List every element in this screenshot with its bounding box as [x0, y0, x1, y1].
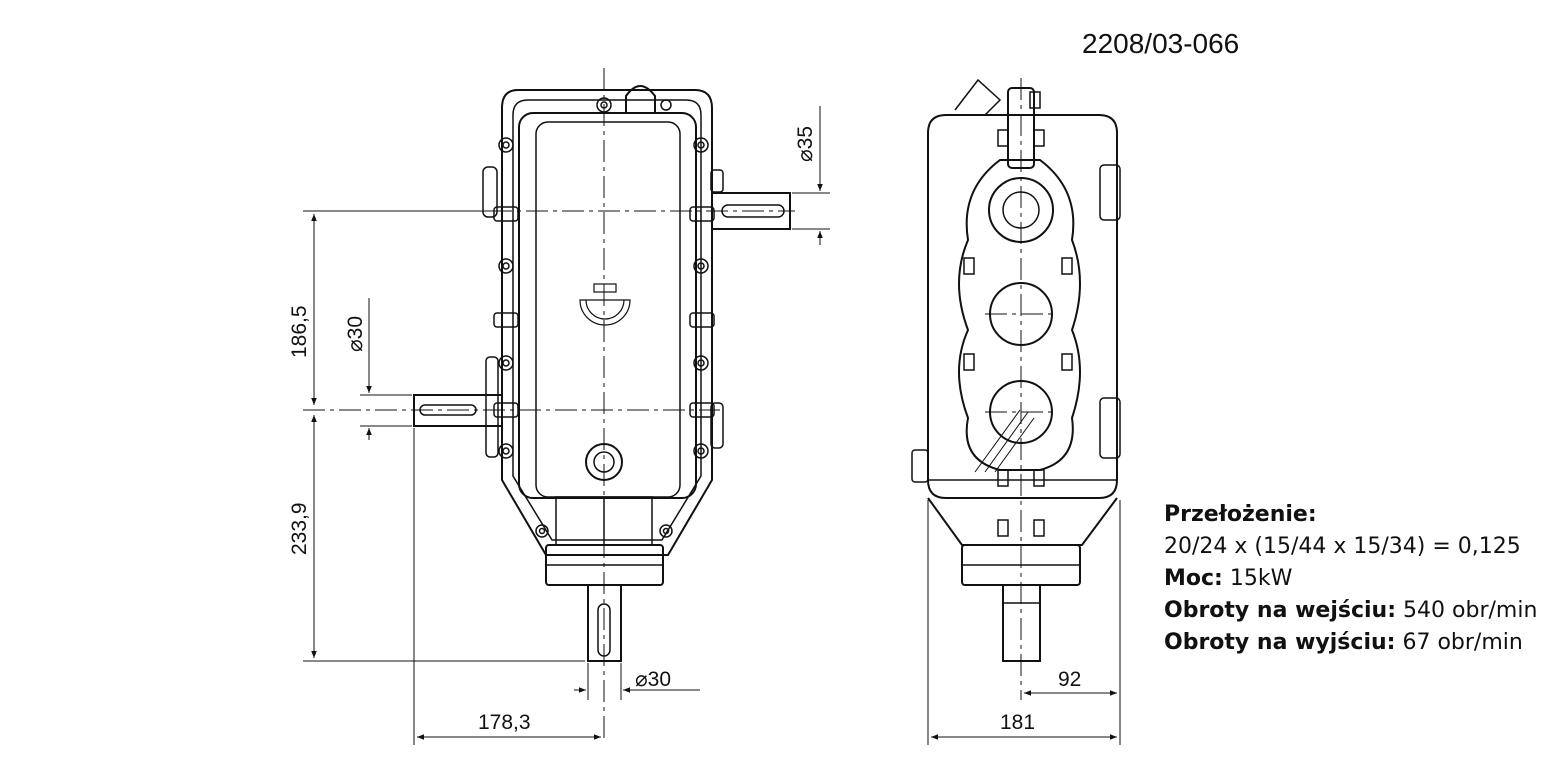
side-bolts — [963, 91, 1073, 537]
side-rib-right-top — [1099, 164, 1121, 221]
dim-width-side: 181 — [1000, 711, 1035, 734]
dim-input-shaft-diameter: ⌀35 — [794, 126, 817, 162]
drawing-number: 2208/03-066 — [1082, 28, 1240, 59]
front-view — [413, 85, 791, 662]
front-bolts — [498, 97, 709, 538]
spec-ratio-label-row: Przełożenie: — [1164, 499, 1537, 531]
side-rib-right-bottom — [1099, 397, 1121, 459]
spec-output-speed-row: Obroty na wyjściu: 67 obr/min — [1164, 627, 1537, 659]
front-ribs-left — [482, 166, 519, 458]
dim-offset-side: 92 — [1058, 668, 1081, 691]
dim-width-front: 178,3 — [478, 711, 531, 734]
side-dimension-lines — [927, 500, 1121, 745]
front-cover-plate-inner — [535, 121, 681, 498]
dim-height-lower: 233,9 — [288, 502, 311, 555]
front-housing-inner-contour — [512, 99, 702, 541]
spec-input-speed-row: Obroty na wejściu: 540 obr/min — [1164, 595, 1537, 627]
spec-block: Przełożenie: 20/24 x (15/44 x 15/34) = 0… — [1164, 499, 1537, 659]
front-ribs-right — [689, 169, 724, 449]
spec-input-speed-value: 540 obr/min — [1403, 598, 1538, 623]
front-emblem — [579, 283, 631, 326]
dim-output-shaft-diameter: ⌀30 — [635, 668, 671, 691]
spec-output-speed-label: Obroty na wyjściu: — [1164, 630, 1396, 655]
spec-ratio-value: 20/24 x (15/44 x 15/34) = 0,125 — [1164, 534, 1521, 559]
spec-power-value: 15kW — [1229, 566, 1293, 591]
side-centerlines — [985, 78, 1057, 700]
side-rib-left-bolt — [911, 449, 929, 483]
front-housing-outline — [501, 89, 713, 556]
front-dimension-lines — [303, 106, 830, 745]
spec-ratio-label: Przełożenie: — [1164, 502, 1317, 527]
front-breather-plug — [625, 85, 656, 112]
spec-input-speed-label: Obroty na wejściu: — [1164, 598, 1397, 623]
side-housing-outline — [927, 114, 1118, 499]
spec-power-label: Moc: — [1164, 566, 1223, 591]
spec-power-row: Moc: 15kW — [1164, 563, 1537, 595]
side-view — [911, 78, 1121, 662]
side-breather — [954, 78, 1002, 116]
side-housing-taper — [927, 497, 1118, 546]
front-cover-plate — [518, 112, 697, 499]
dim-height-upper: 186,5 — [288, 305, 311, 358]
spec-output-speed-value: 67 obr/min — [1402, 630, 1523, 655]
dim-middle-shaft-diameter: ⌀30 — [344, 316, 367, 352]
